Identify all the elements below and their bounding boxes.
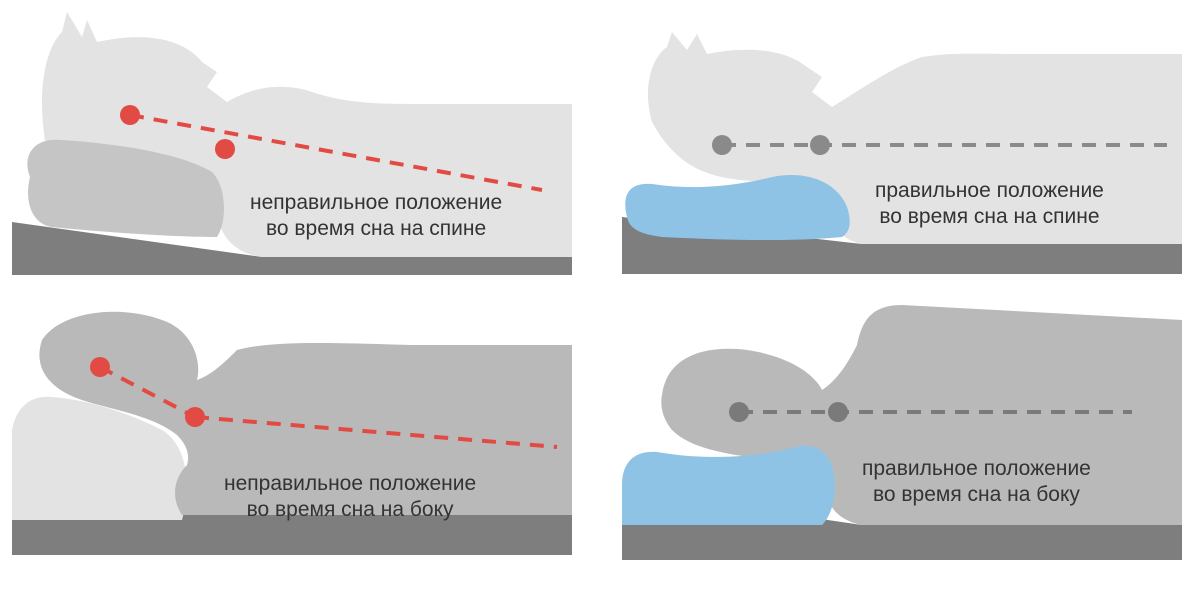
panel-back-wrong: неправильное положение во время сна на с… [12, 12, 572, 287]
spine-line [99, 365, 196, 419]
neck-dot [215, 139, 235, 159]
head-dot [90, 357, 110, 377]
neck-dot [810, 135, 830, 155]
body-silhouette [647, 32, 1182, 244]
side-wrong-illustration [12, 311, 572, 555]
caption-line-2: во время сна на боку [872, 483, 1080, 506]
caption-line-1: неправильное положение [250, 191, 503, 214]
caption-line-2: во время сна на боку [246, 498, 454, 521]
panel-side-right: правильное положение во время сна на бок… [622, 300, 1182, 575]
caption-line-1: правильное положение [875, 179, 1104, 202]
mattress [622, 217, 1182, 274]
spine-line [129, 113, 543, 192]
caption-line-2: во время сна на спине [879, 205, 1100, 228]
caption-line-2: во время сна на спине [265, 217, 487, 240]
body-silhouette [39, 311, 572, 515]
caption-back-right: правильное положение во время сна на спи… [875, 178, 1104, 230]
caption-side-right: правильное положение во время сна на бок… [862, 456, 1091, 508]
neck-dot [185, 407, 205, 427]
body-silhouette [661, 305, 1182, 525]
pillow-foam [625, 175, 850, 241]
body-silhouette [42, 12, 572, 257]
panel-back-right: правильное положение во время сна на спи… [622, 12, 1182, 287]
pillow [27, 139, 224, 237]
caption-back-wrong: неправильное положение во время сна на с… [250, 190, 502, 242]
neck-dot [828, 402, 848, 422]
caption-line-1: правильное положение [862, 457, 1091, 480]
back-wrong-illustration [12, 12, 572, 275]
head-dot [729, 402, 749, 422]
head-dot [120, 105, 140, 125]
mattress [12, 222, 572, 275]
spine-line-lower [194, 415, 558, 449]
side-right-illustration [622, 305, 1182, 560]
caption-side-wrong: неправильное положение во время сна на б… [224, 471, 476, 523]
pillow-foam [622, 445, 835, 525]
caption-line-1: неправильное положение [224, 472, 477, 495]
head-dot [712, 135, 732, 155]
back-right-illustration [622, 32, 1182, 274]
pillow [12, 396, 187, 520]
panel-side-wrong: неправильное положение во время сна на б… [12, 305, 572, 580]
mattress [12, 515, 572, 555]
